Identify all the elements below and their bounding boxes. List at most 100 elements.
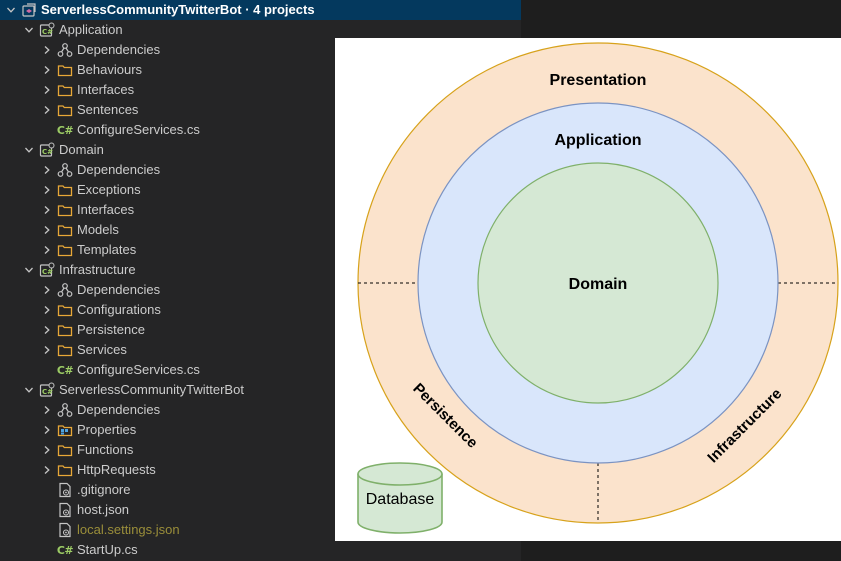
csharp-file-icon: C# (56, 362, 74, 378)
project-icon: C# (39, 142, 55, 158)
file-icon (57, 502, 73, 518)
item-label: Services (77, 342, 127, 357)
chevron-right-icon[interactable] (40, 280, 54, 300)
csharp-icon-text: C# (56, 363, 74, 377)
tree-item[interactable]: Models (0, 220, 521, 240)
properties-icon (57, 422, 73, 438)
tree-item[interactable]: C#ConfigureServices.cs (0, 120, 521, 140)
tree-item[interactable]: C#ConfigureServices.cs (0, 360, 521, 380)
item-label: HttpRequests (77, 462, 156, 477)
item-label: ServerlessCommunityTwitterBot · 4 projec… (41, 2, 315, 17)
folder-icon (57, 322, 73, 338)
item-label: StartUp.cs (77, 542, 138, 557)
folder-icon (57, 442, 73, 458)
tree-item[interactable]: Persistence (0, 320, 521, 340)
chevron-down-icon[interactable] (22, 380, 36, 400)
tree-item[interactable]: Dependencies (0, 400, 521, 420)
project-icon: C# (39, 382, 55, 398)
csharp-icon-text: C# (56, 543, 74, 557)
dependencies-icon (57, 162, 73, 178)
item-label: Properties (77, 422, 137, 437)
item-label: Dependencies (77, 282, 161, 297)
tree-item[interactable]: Templates (0, 240, 521, 260)
chevron-right-icon[interactable] (40, 200, 54, 220)
project-domain[interactable]: C# Domain (0, 140, 521, 160)
folder-icon (57, 102, 73, 118)
chevron-right-icon[interactable] (40, 460, 54, 480)
chevron-right-icon[interactable] (40, 220, 54, 240)
dependencies-icon (57, 42, 73, 58)
chevron-down-icon[interactable] (4, 0, 18, 20)
tree-item[interactable]: Exceptions (0, 180, 521, 200)
folder-icon (57, 302, 73, 318)
item-label: Dependencies (77, 42, 161, 57)
tree-item[interactable]: Behaviours (0, 60, 521, 80)
chevron-right-icon[interactable] (40, 400, 54, 420)
item-label: host.json (77, 502, 130, 517)
item-label: Infrastructure (59, 262, 136, 277)
item-label: Exceptions (77, 182, 141, 197)
folder-icon (57, 82, 73, 98)
item-label: Dependencies (77, 162, 161, 177)
tree-item[interactable]: Interfaces (0, 80, 521, 100)
svg-text:C#: C# (42, 388, 53, 396)
tree-item[interactable]: Dependencies (0, 160, 521, 180)
presentation-label: Presentation (550, 72, 647, 89)
item-label: Interfaces (77, 202, 135, 217)
tree-item[interactable]: Dependencies (0, 40, 521, 60)
chevron-down-icon[interactable] (22, 20, 36, 40)
chevron-right-icon[interactable] (40, 320, 54, 340)
tree-item[interactable]: Configurations (0, 300, 521, 320)
tree-item[interactable]: Interfaces (0, 200, 521, 220)
tree-item[interactable]: local.settings.json (0, 520, 521, 540)
item-label: local.settings.json (77, 522, 180, 537)
tree-item[interactable]: Functions (0, 440, 521, 460)
onion-architecture-diagram: Presentation Application Domain Persiste… (335, 38, 841, 541)
dependencies-icon (57, 282, 73, 298)
tree-item[interactable]: Services (0, 340, 521, 360)
tree-item[interactable]: C#StartUp.cs (0, 540, 521, 560)
item-label: ServerlessCommunityTwitterBot (59, 382, 244, 397)
chevron-down-icon[interactable] (22, 260, 36, 280)
chevron-right-icon[interactable] (40, 60, 54, 80)
chevron-down-icon[interactable] (22, 140, 36, 160)
chevron-right-icon[interactable] (40, 440, 54, 460)
chevron-right-icon[interactable] (40, 100, 54, 120)
item-label: ConfigureServices.cs (77, 362, 200, 377)
item-label: Templates (77, 242, 137, 257)
chevron-right-icon[interactable] (40, 80, 54, 100)
svg-text:C#: C# (42, 268, 53, 276)
tree-item[interactable]: Properties (0, 420, 521, 440)
tree-item[interactable]: Dependencies (0, 280, 521, 300)
chevron-right-icon[interactable] (40, 180, 54, 200)
folder-icon (57, 242, 73, 258)
folder-icon (57, 182, 73, 198)
dependencies-icon (57, 402, 73, 418)
application-label: Application (554, 132, 641, 149)
solution-root[interactable]: ServerlessCommunityTwitterBot · 4 projec… (0, 0, 521, 20)
tree-item[interactable]: .gitignore (0, 480, 521, 500)
chevron-right-icon[interactable] (40, 160, 54, 180)
project-application[interactable]: C#Application (0, 20, 521, 40)
item-label: Domain (59, 142, 104, 157)
chevron-right-icon[interactable] (40, 300, 54, 320)
item-label: Behaviours (77, 62, 143, 77)
chevron-right-icon[interactable] (40, 420, 54, 440)
chevron-right-icon[interactable] (40, 240, 54, 260)
domain-core (477, 162, 719, 404)
item-label: Models (77, 222, 119, 237)
folder-icon (57, 462, 73, 478)
solution-icon (21, 2, 37, 18)
csharp-file-icon: C# (56, 542, 74, 558)
item-label: Functions (77, 442, 134, 457)
domain-label: Domain (569, 276, 628, 293)
chevron-right-icon[interactable] (40, 40, 54, 60)
chevron-right-icon[interactable] (40, 340, 54, 360)
file-icon (57, 482, 73, 498)
database-cylinder: Database (357, 462, 443, 534)
tree-item[interactable]: HttpRequests (0, 460, 521, 480)
project-serverlesscommunitytwitterbot[interactable]: C# ServerlessCommunityTwitterBot (0, 380, 521, 400)
tree-item[interactable]: Sentences (0, 100, 521, 120)
project-infrastructure[interactable]: C# Infrastructure (0, 260, 521, 280)
tree-item[interactable]: host.json (0, 500, 521, 520)
